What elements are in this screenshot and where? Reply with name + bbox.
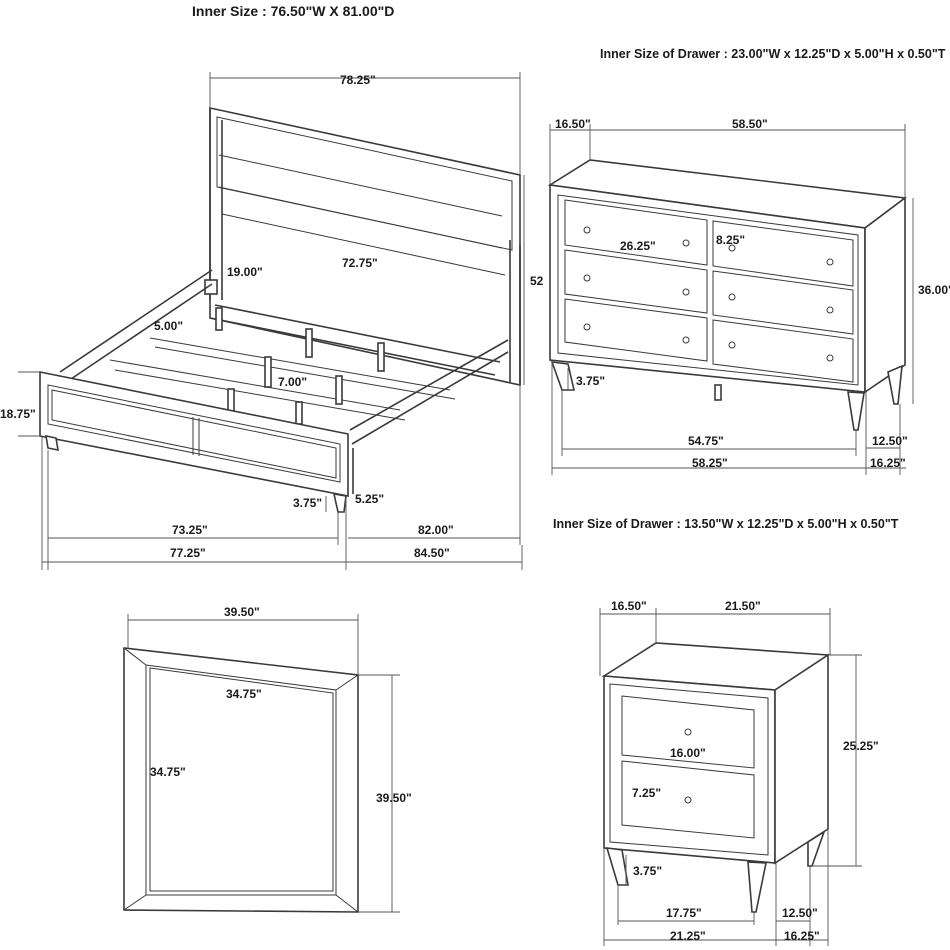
nightstand-height-label: 25.25": [843, 739, 879, 753]
bed-leg-height-label: 3.75": [293, 496, 322, 510]
nightstand-dimensions: 16.50" 21.50" 25.25" 16.00" 7.25" 3.75" …: [599, 599, 879, 946]
bed-rail-height-label: 5.00": [154, 319, 183, 333]
nightstand-depth-bottom-label: 16.25": [784, 929, 820, 943]
bed-leg-right: [332, 493, 347, 513]
dresser-side: [864, 196, 906, 394]
mirror-inner-width-label: 34.75": [226, 687, 262, 701]
bed-foot-leg-label: 5.25": [355, 492, 384, 506]
nightstand-drawer: [621, 695, 755, 769]
nightstand-depth-label: 16.50": [611, 599, 647, 613]
nightstand-drawing: [601, 642, 831, 913]
dresser-inner-width-label: 54.75": [688, 434, 724, 448]
mirror-height-label: 39.50": [376, 791, 412, 805]
bed-slat-support: [264, 356, 272, 388]
bed-footboard-height-label: 18.75": [0, 407, 36, 421]
bed-dimensions: 78.25" 72.75" 19.00" 52 5.00" 7.00" 18.7…: [0, 72, 544, 570]
bed-overall-width-label: 78.25": [340, 73, 376, 87]
bed-headboard-height-label: 52: [530, 274, 544, 288]
nightstand-drawer-inner-size-heading: Inner Size of Drawer : 13.50"W x 12.25"D…: [553, 517, 899, 531]
dresser-width-top-label: 58.50": [732, 117, 768, 131]
bed-drawing: [39, 107, 521, 513]
bed-inner-length-a-label: 73.25": [172, 523, 208, 537]
nightstand-drawer-height-label: 7.25": [632, 786, 661, 800]
bed-inner-length-b-label: 82.00": [418, 523, 454, 537]
nightstand-width-top-label: 21.50": [725, 599, 761, 613]
nightstand-drawer-width-label: 16.00": [670, 746, 706, 760]
bed-post-height-label: 19.00": [227, 265, 263, 279]
dresser-width-bottom-label: 58.25": [692, 456, 728, 470]
nightstand-leg: [605, 847, 629, 886]
bed-footboard: [39, 371, 349, 497]
nightstand-inner-width-label: 17.75": [666, 906, 702, 920]
nightstand-front: [603, 675, 776, 864]
mirror-width-label: 39.50": [224, 605, 260, 619]
nightstand-side: [774, 653, 829, 865]
mirror-dimensions: 39.50" 34.75" 34.75" 39.50": [127, 605, 412, 913]
dresser-dimensions: 16.50" 58.50" 26.25" 8.25" 36.00" 3.75" …: [549, 117, 950, 475]
bed-overall-length-label: 84.50": [414, 546, 450, 560]
bed-inner-size-heading: Inner Size : 76.50"W X 81.00"D: [192, 3, 394, 19]
nightstand-leg-depth-label: 12.50": [782, 906, 818, 920]
bed-headboard-inner-width-label: 72.75": [342, 256, 378, 270]
dresser-height-label: 36.00": [918, 283, 950, 297]
bed-bracket: [204, 279, 218, 295]
nightstand-width-bottom-label: 21.25": [670, 929, 706, 943]
mirror-inner-height-label: 34.75": [150, 765, 186, 779]
dresser-drawer-width-label: 26.25": [620, 239, 656, 253]
bed-leg-left: [45, 434, 59, 452]
dresser-leg-height-label: 3.75": [576, 374, 605, 388]
dresser-depth-bottom-label: 16.25": [870, 456, 906, 470]
dresser-drawer-height-label: 8.25": [716, 233, 745, 247]
nightstand-leg-height-label: 3.75": [633, 864, 662, 878]
bed-slat-gap-label: 7.00": [278, 375, 307, 389]
dresser-drawer-inner-size-heading: Inner Size of Drawer : 23.00"W x 12.25"D…: [600, 47, 946, 61]
dresser-depth-label: 16.50": [555, 117, 591, 131]
bed-overall-width-bottom-label: 77.25": [170, 546, 206, 560]
mirror-glass: [149, 667, 334, 892]
dresser-leg-depth-label: 12.50": [872, 434, 908, 448]
dresser-leg: [550, 361, 576, 391]
dresser-drawer: [564, 199, 708, 266]
dresser-drawing: [547, 159, 908, 431]
